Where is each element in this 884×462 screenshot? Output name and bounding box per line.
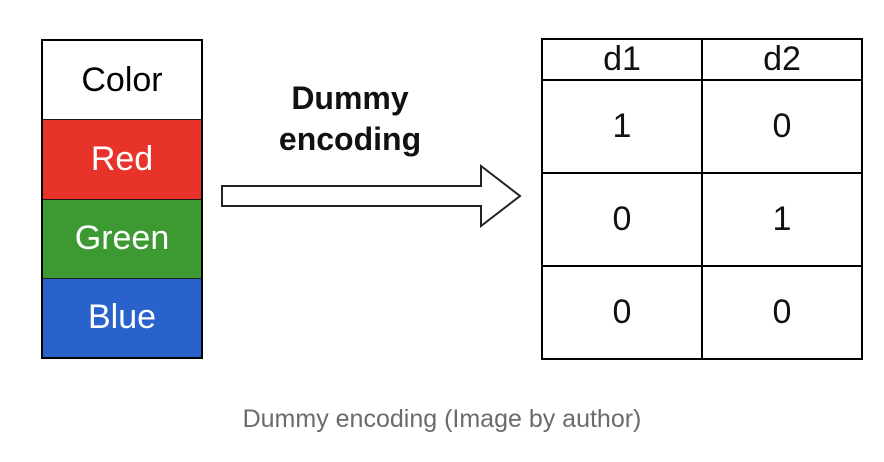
color-cell-blue: Blue bbox=[43, 277, 201, 357]
arrow-label-line2: encoding bbox=[278, 121, 422, 157]
right-arrow-icon bbox=[221, 163, 522, 229]
color-table: Color Red Green Blue bbox=[41, 39, 203, 359]
table-row: 0 0 bbox=[541, 265, 863, 360]
figure-caption: Dummy encoding (Image by author) bbox=[242, 405, 642, 433]
table-row: 0 1 bbox=[541, 172, 863, 267]
dummy-header-d1: d1 bbox=[541, 38, 703, 81]
dummy-header-d2: d2 bbox=[701, 38, 863, 81]
arrow-label: Dummy encoding bbox=[255, 78, 445, 160]
color-cell-red: Red bbox=[43, 119, 201, 199]
dummy-table-header-row: d1 d2 bbox=[541, 38, 863, 81]
dummy-cell: 0 bbox=[541, 265, 703, 360]
dummy-cell: 0 bbox=[701, 79, 863, 174]
dummy-cell: 1 bbox=[701, 172, 863, 267]
color-cell-green: Green bbox=[43, 198, 201, 278]
dummy-cell: 0 bbox=[541, 172, 703, 267]
color-table-header: Color bbox=[43, 41, 201, 120]
dummy-table: d1 d2 1 0 0 1 0 0 bbox=[541, 38, 863, 360]
table-row: 1 0 bbox=[541, 79, 863, 174]
dummy-cell: 1 bbox=[541, 79, 703, 174]
dummy-cell: 0 bbox=[701, 265, 863, 360]
right-arrow-shape bbox=[221, 163, 522, 229]
arrow-label-line1: Dummy bbox=[291, 80, 409, 116]
